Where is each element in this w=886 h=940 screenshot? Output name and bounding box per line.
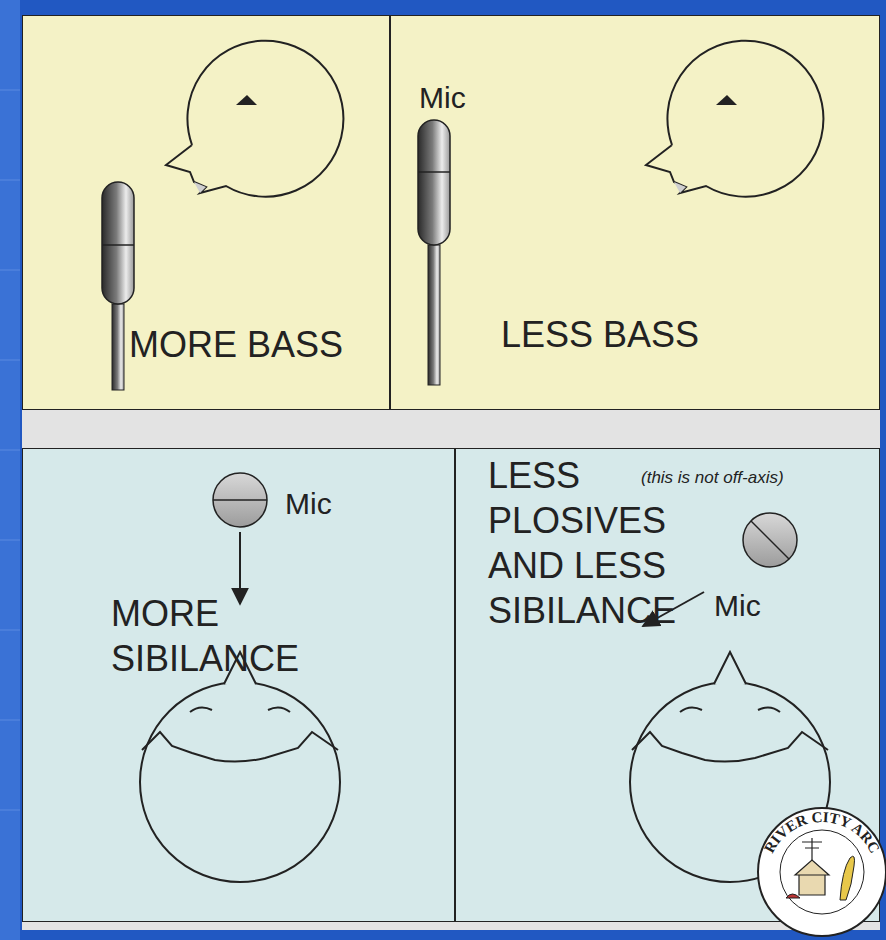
microphone-side [102, 182, 134, 390]
mic-label: Mic [714, 587, 761, 625]
effect-caption: MORE SIBILANCE [111, 591, 299, 681]
club-logo: RIVER CITY ARC [758, 808, 886, 936]
microphone-top [743, 513, 797, 567]
head-top-view [140, 652, 340, 882]
panel: LESS PLOSIVES AND LESS SIBILANCE(this is… [455, 448, 880, 922]
effect-caption: LESS BASS [501, 312, 699, 357]
note-text: (this is not off-axis) [641, 467, 784, 488]
head-profile [646, 41, 823, 197]
mic-label: Mic [419, 79, 466, 117]
panel: MicMORE SIBILANCE [22, 448, 455, 922]
separator-band [22, 922, 880, 930]
logo-text: RIVER CITY ARC [761, 809, 883, 856]
direction-arrow [239, 532, 241, 604]
microphone-side [418, 120, 450, 385]
panel: MORE BASS [22, 15, 390, 410]
microphone-top [213, 473, 267, 527]
slide-stripes [0, 0, 20, 940]
separator-band [22, 410, 880, 448]
direction-arrow [643, 592, 704, 626]
panel: MicLESS BASS [390, 15, 880, 410]
mic-label: Mic [285, 485, 332, 523]
effect-caption: MORE BASS [129, 322, 343, 367]
head-profile [166, 41, 343, 197]
head-top-view [630, 652, 830, 882]
